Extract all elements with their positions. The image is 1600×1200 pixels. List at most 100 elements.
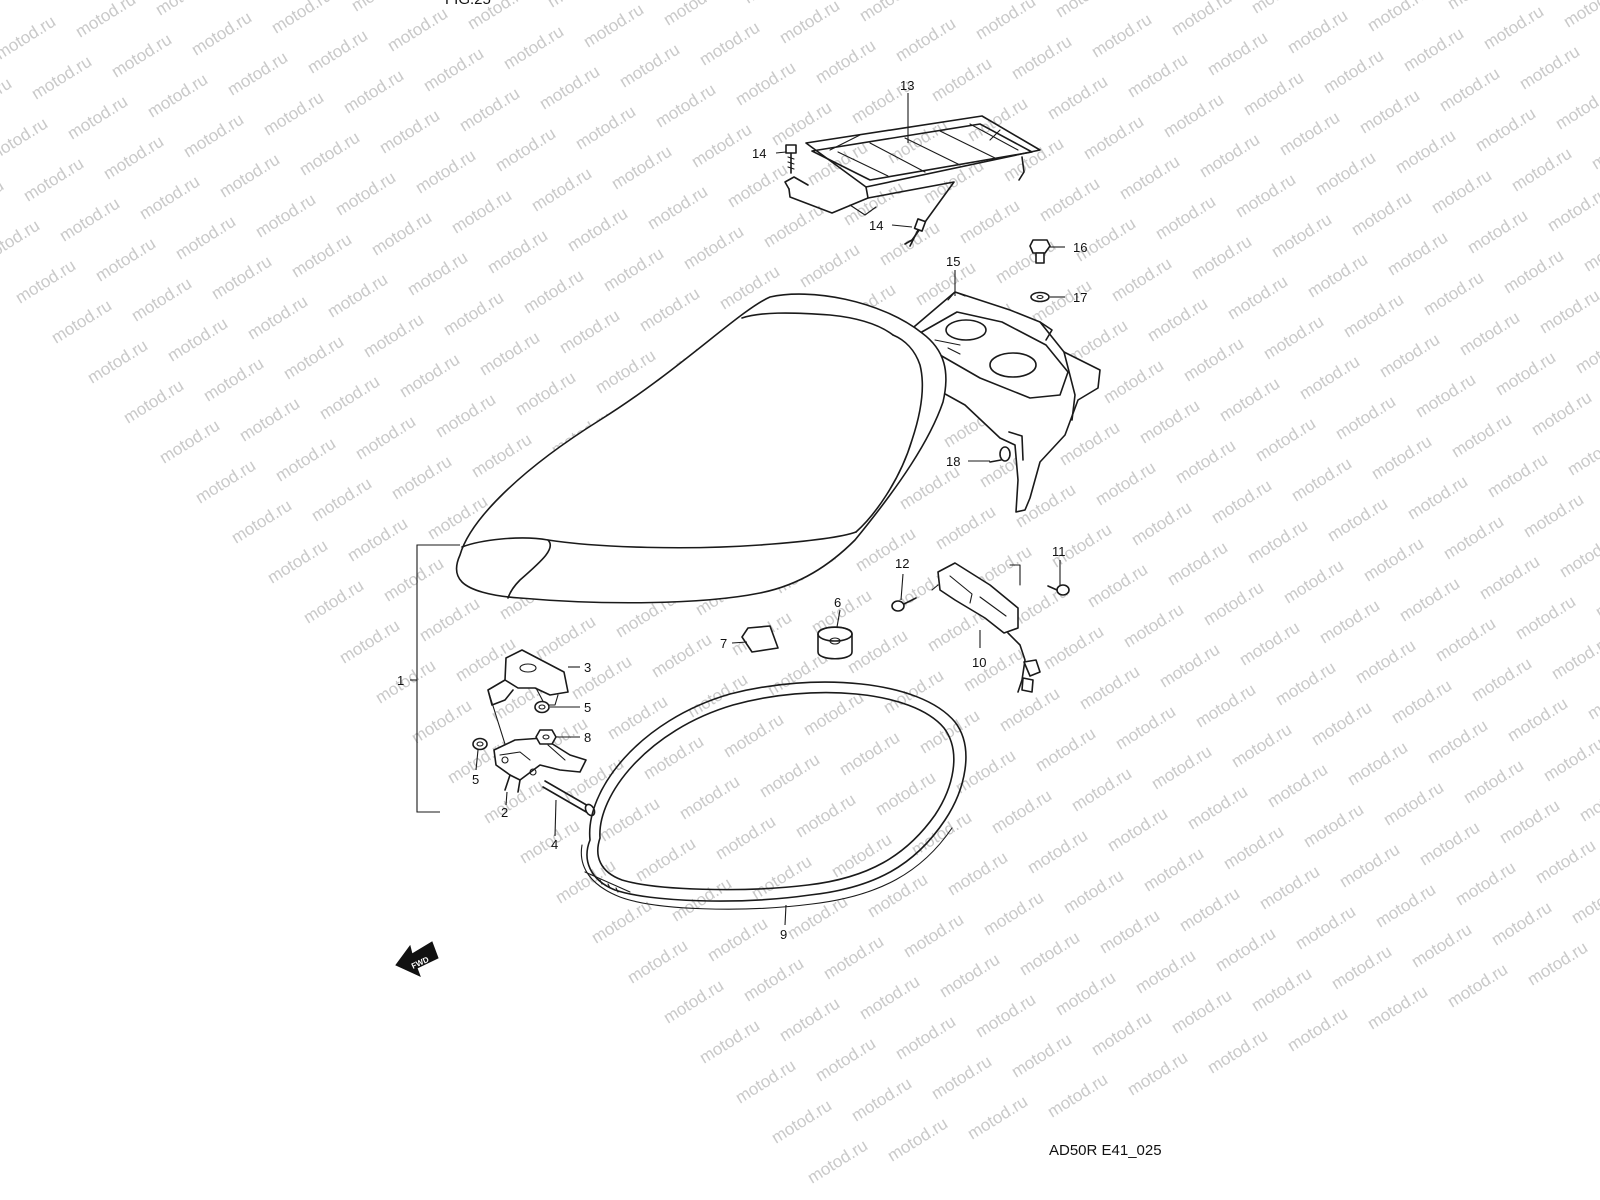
seat-part: [455, 293, 947, 604]
watermark-text: motod.ru: [484, 226, 551, 278]
watermark-text: motod.ru: [884, 116, 951, 168]
watermark-text: motod.ru: [492, 124, 559, 176]
watermark-text: motod.ru: [880, 666, 947, 718]
watermark-text: motod.ru: [1300, 800, 1367, 852]
watermark-text: motod.ru: [676, 772, 743, 824]
watermark-text: motod.ru: [0, 176, 7, 228]
watermark-text: motod.ru: [724, 160, 791, 212]
callout-17: 17: [1073, 290, 1087, 305]
watermark-text: motod.ru: [1256, 862, 1323, 914]
watermark-text: motod.ru: [872, 768, 939, 820]
watermark-text: motod.ru: [1440, 512, 1507, 564]
callout-2: 2: [501, 805, 508, 820]
watermark-text: motod.ru: [740, 954, 807, 1006]
watermark-text: motod.ru: [404, 248, 471, 300]
watermark-text: motod.ru: [1480, 2, 1547, 54]
callout-13: 13: [900, 78, 914, 93]
watermark-text: motod.ru: [100, 132, 167, 184]
watermark-text: motod.ru: [1008, 1030, 1075, 1082]
watermark-text: motod.ru: [1284, 1004, 1351, 1056]
watermark-text: motod.ru: [640, 732, 707, 784]
watermark-text: motod.ru: [20, 154, 87, 206]
callout-7: 7: [720, 636, 727, 651]
leader-lines: [475, 93, 1065, 926]
bolt-14-lower-icon: [909, 218, 927, 247]
callout-1: 1: [397, 673, 404, 688]
watermark-text: motod.ru: [596, 794, 663, 846]
watermark-text: motod.ru: [552, 856, 619, 908]
watermark-text: motod.ru: [1328, 942, 1395, 994]
watermark-text: motod.ru: [308, 474, 375, 526]
watermark-text: motod.ru: [572, 102, 639, 154]
watermark-text: motod.ru: [1312, 148, 1379, 200]
watermark-text: motod.ru: [368, 208, 435, 260]
callout-3: 3: [584, 660, 591, 675]
watermark-text: motod.ru: [688, 120, 755, 172]
watermark-text: motod.ru: [280, 332, 347, 384]
watermark-text: motod.ru: [980, 888, 1047, 940]
watermark-text: motod.ru: [1320, 46, 1387, 98]
watermark-text: motod.ru: [720, 710, 787, 762]
watermark-text: motod.ru: [296, 128, 363, 180]
callout-6: 6: [834, 595, 841, 610]
watermark-text: motod.ru: [1512, 592, 1579, 644]
watermark-text: motod.ru: [1240, 68, 1307, 120]
watermark-text: motod.ru: [188, 8, 255, 60]
header-text: FIG.25: [445, 0, 491, 8]
callout-11: 11: [1052, 544, 1066, 559]
watermark-text: motod.ru: [608, 142, 675, 194]
watermark-text: motod.ru: [632, 834, 699, 886]
watermark-text: motod.ru: [1204, 1026, 1271, 1078]
watermark-text: motod.ru: [1268, 210, 1335, 262]
watermark-text: motod.ru: [224, 48, 291, 100]
watermark-text: motod.ru: [1580, 224, 1600, 276]
watermark-text: motod.ru: [1068, 764, 1135, 816]
watermark-text: motod.ru: [1560, 0, 1600, 31]
washer-17-icon: [1030, 291, 1050, 303]
watermark-text: motod.ru: [72, 0, 139, 41]
watermark-text: motod.ru: [1052, 968, 1119, 1020]
watermark-text: motod.ru: [1384, 228, 1451, 280]
watermark-text: motod.ru: [396, 350, 463, 402]
callout-9: 9: [780, 927, 787, 942]
watermark-text: motod.ru: [528, 164, 595, 216]
watermark-text: motod.ru: [1372, 880, 1439, 932]
watermark-text: motod.ru: [264, 536, 331, 588]
watermark-text: motod.ru: [1356, 86, 1423, 138]
watermark-text: motod.ru: [1148, 742, 1215, 794]
watermark-text: motod.ru: [244, 292, 311, 344]
watermark-text: motod.ru: [1496, 796, 1563, 848]
watermark-text: motod.ru: [1500, 246, 1567, 298]
watermark-text: motod.ru: [1196, 130, 1263, 182]
watermark-text: motod.ru: [408, 696, 475, 748]
bolt-14-top-icon: [785, 144, 797, 174]
hinge-bracket-3-part: [487, 649, 569, 761]
watermark-text: motod.ru: [928, 54, 995, 106]
watermark-text: motod.ru: [1572, 326, 1600, 378]
watermark-text: motod.ru: [1432, 614, 1499, 666]
watermark-text: motod.ru: [1200, 578, 1267, 630]
watermark-text: motod.ru: [1532, 836, 1599, 888]
watermark-text: motod.ru: [1416, 818, 1483, 870]
watermark-text: motod.ru: [1344, 738, 1411, 790]
watermark-text: motod.ru: [1204, 28, 1271, 80]
callout-5-lower: 5: [472, 772, 479, 787]
watermark-text: motod.ru: [1160, 90, 1227, 142]
watermark-text: motod.ru: [1360, 534, 1427, 586]
watermark-text: motod.ru: [172, 212, 239, 264]
watermark-text: motod.ru: [1116, 152, 1183, 204]
watermark-text: motod.ru: [1540, 734, 1600, 786]
watermark-text: motod.ru: [1296, 352, 1363, 404]
watermark-text: motod.ru: [1208, 476, 1275, 528]
callout-12: 12: [895, 556, 909, 571]
watermark-text: motod.ru: [972, 0, 1039, 43]
watermark-text: motod.ru: [964, 94, 1031, 146]
watermark-text: motod.ru: [1088, 1008, 1155, 1060]
watermark-text: motod.ru: [480, 776, 547, 828]
callout-4: 4: [551, 837, 558, 852]
watermark-text: motod.ru: [1364, 982, 1431, 1034]
seal-ring-9-part: [580, 681, 967, 910]
watermark-text: motod.ru: [1044, 1070, 1111, 1122]
watermark-text: motod.ru: [352, 412, 419, 464]
